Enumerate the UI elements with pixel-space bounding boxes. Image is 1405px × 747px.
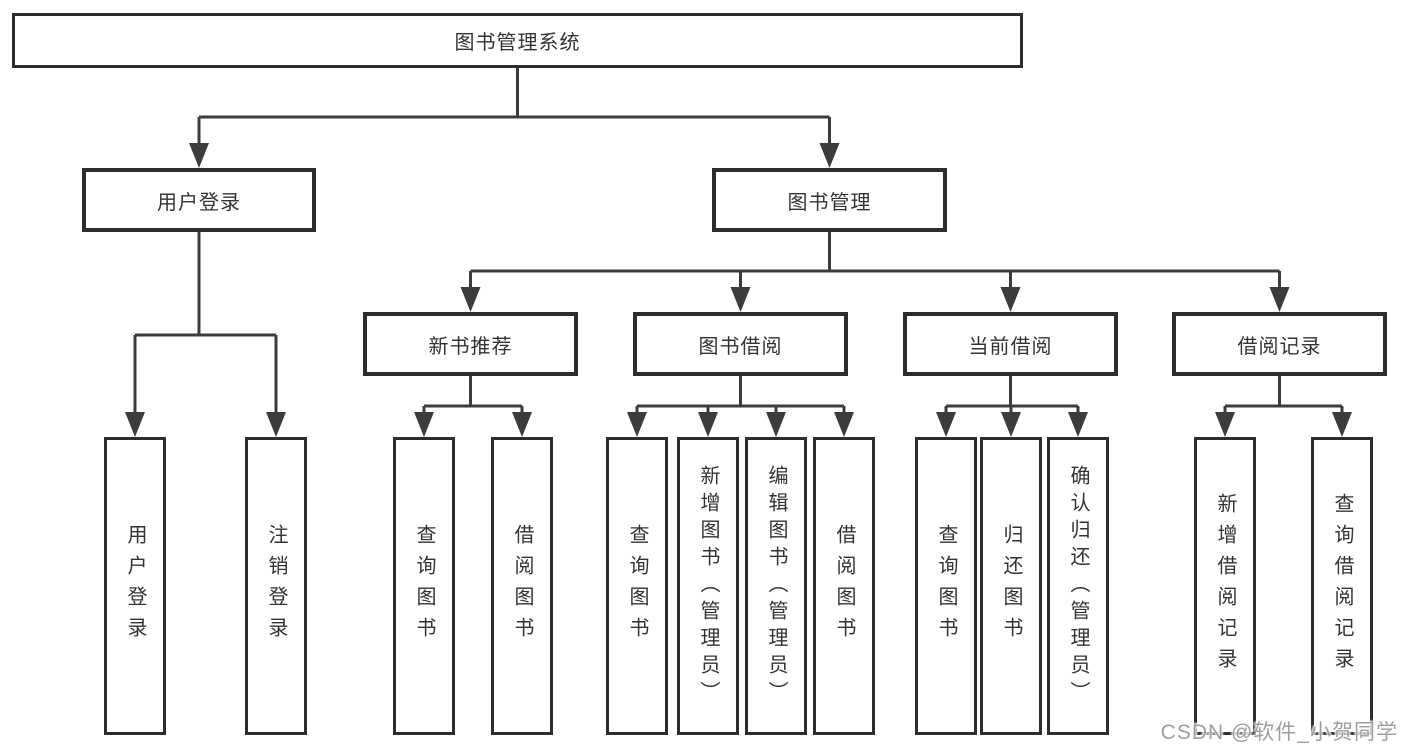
arrowhead-icon [266, 412, 286, 437]
node-current-borrowing: 当前借阅 [903, 312, 1118, 376]
node-label: 确认归还（管理员） [1067, 464, 1089, 708]
node-label: 用户登录 [124, 524, 146, 648]
node-label: 图书管理 [787, 191, 872, 214]
node-label: 查询图书 [626, 524, 648, 648]
node-label: 图书借阅 [698, 335, 783, 358]
connector-group [936, 376, 1088, 437]
node-label: 借阅图书 [833, 524, 855, 648]
arrowhead-icon [1332, 412, 1352, 437]
arrowhead-icon [627, 412, 647, 437]
node-label: 查询图书 [413, 524, 435, 648]
arrowhead-icon [189, 143, 209, 168]
node-label: 当前借阅 [968, 335, 1053, 358]
arrowhead-icon [414, 412, 434, 437]
leaf-confirm-return-admin: 确认归还（管理员） [1047, 437, 1109, 735]
leaf-add-borrow-record: 新增借阅记录 [1194, 437, 1256, 735]
arrowhead-icon [698, 412, 718, 437]
node-label: 归还图书 [1000, 524, 1022, 648]
node-book-borrowing: 图书借阅 [633, 312, 848, 376]
node-borrowing-records: 借阅记录 [1172, 312, 1387, 376]
node-label: 查询借阅记录 [1331, 493, 1353, 679]
node-label: 查询图书 [935, 524, 957, 648]
node-user-login: 用户登录 [82, 168, 316, 232]
node-label: 新增图书（管理员） [697, 464, 719, 708]
leaf-return-books: 归还图书 [980, 437, 1042, 735]
arrowhead-icon [730, 287, 751, 312]
node-label: 借阅记录 [1237, 335, 1322, 358]
node-label: 新增借阅记录 [1214, 493, 1236, 679]
node-label: 借阅图书 [511, 524, 533, 648]
connector-group [627, 376, 854, 437]
connector-group [460, 232, 1290, 312]
leaf-borrow-books-recommend: 借阅图书 [491, 437, 553, 735]
arrowhead-icon [834, 412, 854, 437]
node-label: 编辑图书（管理员） [765, 464, 787, 708]
leaf-edit-books-admin: 编辑图书（管理员） [745, 437, 807, 735]
arrowhead-icon [936, 412, 956, 437]
arrowhead-icon [1000, 287, 1021, 312]
arrowhead-icon [819, 143, 840, 168]
arrowhead-icon [1215, 412, 1235, 437]
leaf-add-books-admin: 新增图书（管理员） [677, 437, 739, 735]
leaf-query-books-borrow: 查询图书 [606, 437, 668, 735]
leaf-user-login: 用户登录 [104, 437, 166, 735]
arrowhead-icon [125, 412, 145, 437]
leaf-query-books-recommend: 查询图书 [393, 437, 455, 735]
leaf-logout-login: 注销登录 [245, 437, 307, 735]
connector-group [189, 68, 840, 168]
node-book-management: 图书管理 [712, 168, 947, 232]
csdn-watermark: CSDN @软件_小贺同学 [1160, 721, 1398, 744]
node-label: 注销登录 [265, 524, 287, 648]
arrowhead-icon [1068, 412, 1088, 437]
leaf-query-books-current: 查询图书 [915, 437, 977, 735]
connector-group [125, 232, 286, 437]
node-label: 图书管理系统 [454, 32, 581, 54]
node-library-management-system: 图书管理系统 [12, 13, 1023, 68]
connector-group [414, 376, 532, 437]
arrowhead-icon [460, 287, 481, 312]
connector-group [1215, 376, 1352, 437]
node-new-book-recommendation: 新书推荐 [363, 312, 578, 376]
leaf-query-borrow-record: 查询借阅记录 [1311, 437, 1373, 735]
arrowhead-icon [1269, 287, 1290, 312]
arrowhead-icon [766, 412, 786, 437]
leaf-borrow-books: 借阅图书 [813, 437, 875, 735]
arrowhead-icon [512, 412, 532, 437]
node-label: 新书推荐 [428, 335, 513, 358]
node-label: 用户登录 [157, 191, 241, 214]
arrowhead-icon [1001, 412, 1021, 437]
